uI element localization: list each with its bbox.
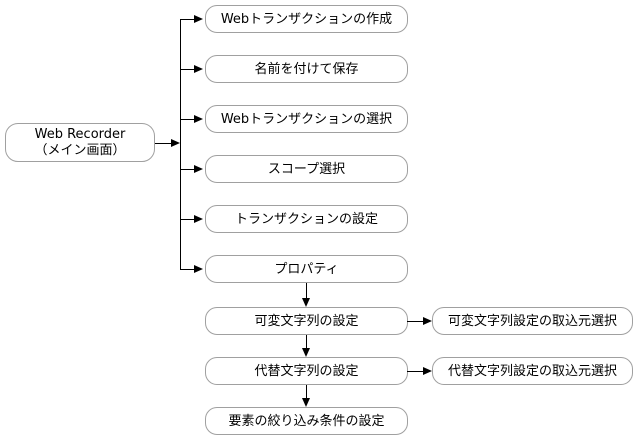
node-element-filter-conditions: 要素の絞り込み条件の設定 [205,407,408,435]
node-save-as: 名前を付けて保存 [205,55,408,83]
node-web-recorder-title: Web Recorder [34,126,126,142]
node-web-recorder-main: Web Recorder （メイン画面） [5,123,155,162]
arrow-right-icon [423,367,432,375]
arrow-right-icon [194,265,203,273]
connector-substitute-to-source [407,371,423,372]
node-web-recorder-subtitle: （メイン画面） [34,142,126,158]
arrow-right-icon [194,115,203,123]
connector-branch-5 [180,219,194,220]
connector-branch-2 [180,69,194,70]
connector-main-to-trunk [155,143,171,144]
node-properties: プロパティ [205,255,408,283]
arrow-right-icon [194,15,203,23]
connector-properties-to-variable [306,283,307,298]
node-select-web-transaction: Webトランザクションの選択 [205,105,408,133]
connector-trunk [180,19,181,270]
arrow-right-icon [423,317,432,325]
node-variable-string-settings: 可変文字列の設定 [205,307,408,335]
arrow-right-icon [194,165,203,173]
arrow-down-icon [302,348,310,357]
connector-variable-to-source [407,321,423,322]
node-scope-selection: スコープ選択 [205,155,408,183]
arrow-down-icon [302,398,310,407]
node-substitute-string-source-selection: 代替文字列設定の取込元選択 [432,357,633,385]
connector-branch-3 [180,119,194,120]
connector-substitute-to-filter [306,385,307,398]
node-transaction-settings: トランザクションの設定 [205,205,408,233]
node-substitute-string-settings: 代替文字列の設定 [205,357,408,385]
arrow-right-icon [171,139,180,147]
arrow-right-icon [194,65,203,73]
node-create-web-transaction: Webトランザクションの作成 [205,5,408,33]
arrow-down-icon [302,298,310,307]
arrow-right-icon [194,215,203,223]
node-variable-string-source-selection: 可変文字列設定の取込元選択 [432,307,633,335]
connector-branch-4 [180,169,194,170]
connector-branch-6 [180,269,194,270]
connector-variable-to-substitute [306,335,307,348]
connector-branch-1 [180,19,194,20]
